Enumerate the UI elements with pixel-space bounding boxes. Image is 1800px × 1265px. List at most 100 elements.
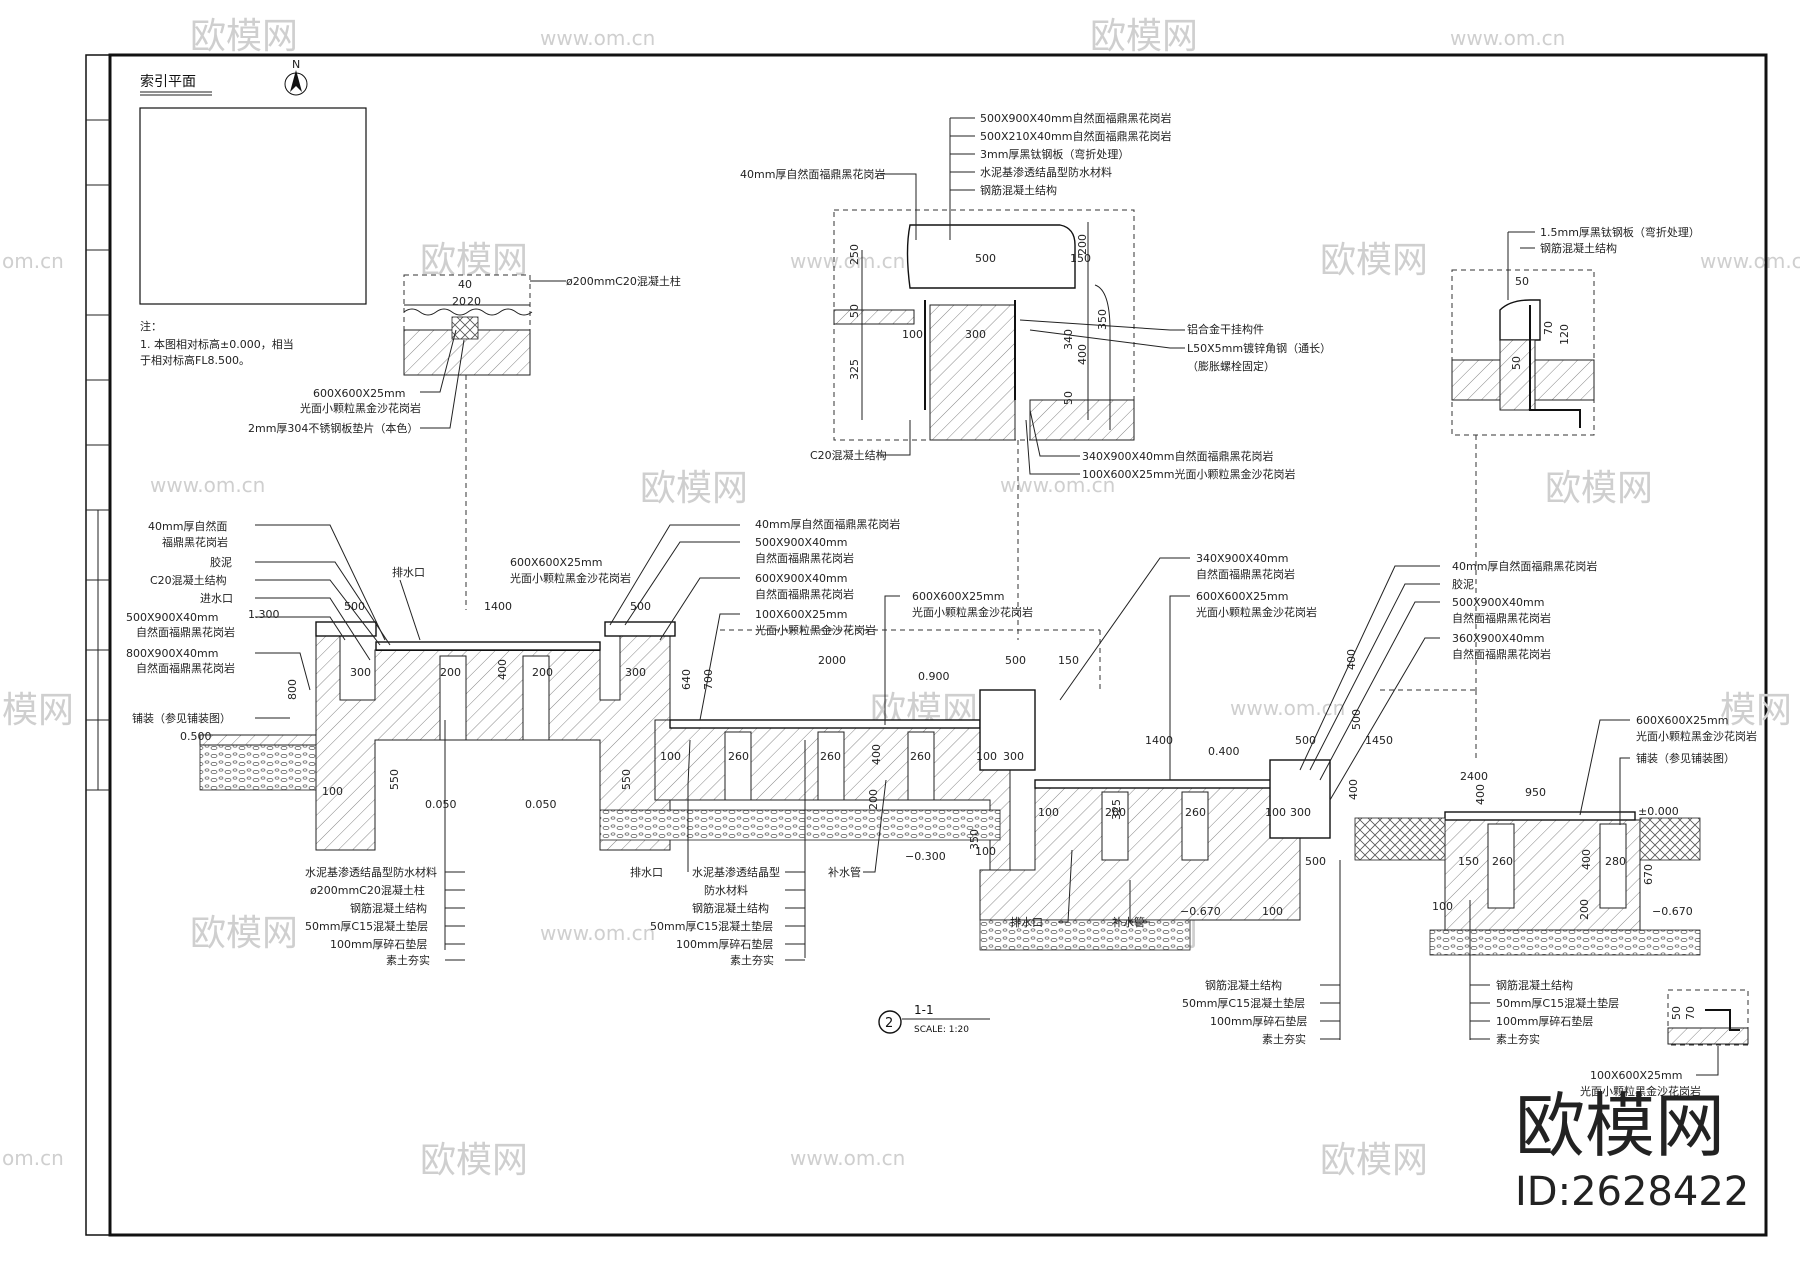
rr-tile-b: 光面小颗粒黑金沙花岗岩 [1636,729,1757,743]
d1-label-3: 3mm厚黑钛钢板（弯折处理） [980,147,1129,161]
title-block-strip [86,119,110,791]
br-drain: 排水口 [1010,915,1043,929]
label-steel-2mm: 2mm厚304不锈钢板垫片（本色） [248,421,418,435]
watermark-brand: 欧模网 [1545,468,1653,509]
m-label-4a: 100X600X25mm [755,608,848,621]
dim-700: 700 [702,669,715,690]
r-label-1a: 340X900X40mm [1196,552,1289,565]
watermark-brand: 欧模网 [640,468,748,509]
dim-100-e: 100 [1265,806,1286,819]
dim-260-a: 260 [728,750,749,763]
dim-500-a: 500 [344,600,365,613]
dim-100-c: 100 [976,750,997,763]
watermark-brand-small: 模网 [1720,690,1792,731]
dim-1450: 1450 [1365,734,1393,747]
l-label-3: C20混凝土结构 [150,573,227,587]
d1-dim-400: 400 [1076,344,1089,365]
l-label-1b: 福鼎黑花岗岩 [162,535,228,549]
l-label-5a: 500X900X40mm [126,611,219,624]
rr-label-2: 胶泥 [1452,577,1474,591]
d1-label-5: 钢筋混凝土结构 [980,183,1057,197]
detail-2: 1.5mm厚黑钛钢板（弯折处理） 钢筋混凝土结构 50 70 120 50 [1451,225,1700,690]
rr-label-3b: 自然面福鼎黑花岗岩 [1452,611,1551,625]
section-number: 2 [885,1016,893,1031]
elev-0050-a: 0.050 [425,798,457,811]
dim-500-c: 500 [1005,654,1026,667]
l-label-4: 进水口 [200,592,233,605]
middle-labels: 40mm厚自然面福鼎黑花岗岩 500X900X40mm 自然面福鼎黑花岗岩 60… [609,517,1317,780]
watermark-brand: 欧模网 [190,16,298,57]
note-2: 1. 本图相对标高±0.000，相当 [140,337,294,351]
d1-label-12: 100X600X25mm光面小颗粒黑金沙花岗岩 [1082,467,1296,481]
dim-200-a: 200 [440,666,461,679]
d1-label-9: （膨胀螺栓固定） [1187,359,1275,373]
note-3: 于相对标高FL8.500。 [140,353,250,367]
note-1: 注： [140,319,162,333]
brr-label-4: 素土夯实 [1496,1032,1540,1046]
left-labels: 40mm厚自然面 福鼎黑花岗岩 胶泥 C20混凝土结构 进水口 500X900X… [126,519,631,725]
d1-dim-150: 150 [1070,252,1091,265]
dim-400-a: 400 [496,659,509,680]
brand-id-text: ID:2628422 [1515,1169,1749,1215]
dim-150-b: 150 [1458,855,1479,868]
watermark-site: www.om.cn [1450,26,1565,50]
elev-m0300: −0.300 [905,850,946,863]
elev-0500: 0.500 [180,730,212,743]
d1-label-6: 40mm厚自然面福鼎黑花岗岩 [740,167,885,181]
rr-label-1: 40mm厚自然面福鼎黑花岗岩 [1452,559,1597,573]
d1-dim-300: 300 [965,328,986,341]
dim-800: 800 [286,679,299,700]
d1-dim-200: 200 [1076,234,1089,255]
watermark-site: www.om.cn [150,473,265,497]
dim-500-f: 500 [1350,709,1363,730]
l-label-1a: 40mm厚自然面 [148,519,227,533]
rr-label-4a: 360X900X40mm [1452,632,1545,645]
r-label-2b: 光面小颗粒黑金沙花岗岩 [1196,605,1317,619]
bm-label-2: 防水材料 [704,883,748,897]
d2-dim-50: 50 [1515,275,1529,288]
l-label-tile-a: 600X600X25mm [510,556,603,569]
sd-dim-70: 70 [1684,1006,1697,1020]
bm-label-5: 100mm厚碎石垫层 [676,937,773,951]
l-label-5b: 自然面福鼎黑花岗岩 [136,625,235,639]
b-label-5: 100mm厚碎石垫层 [330,937,427,951]
bm-label-3: 钢筋混凝土结构 [692,901,769,915]
dim-20b: 20 [467,295,481,308]
dim-100-a: 100 [322,785,343,798]
dim-100-g: 100 [1262,905,1283,918]
dim-20: 20 [452,295,466,308]
l-label-tile-b: 光面小颗粒黑金沙花岗岩 [510,571,631,585]
br-label-4: 素土夯实 [1262,1032,1306,1046]
watermark-site: www.om.cn [790,1146,905,1170]
bottom-labels-right: 钢筋混凝土结构 50mm厚C15混凝土垫层 100mm厚碎石垫层 素土夯实 钢筋… [1010,849,1749,1098]
b-label-4: 50mm厚C15混凝土垫层 [305,919,428,933]
index-plan: 索引平面 N 注： 1. 本图相对标高±0.000，相当 于相对标高FL8.50… [139,58,367,367]
dim-100-b: 100 [660,750,681,763]
dim-260-b: 260 [820,750,841,763]
watermark-brand: 欧模网 [420,240,528,281]
detail-pillar: 40 20 20 ø200mmC20混凝土柱 600X600X25mm 光面小颗… [248,274,681,610]
bm-label-6: 素土夯实 [730,953,774,967]
m-label-tile-a: 600X600X25mm [912,590,1005,603]
br-label-2: 50mm厚C15混凝土垫层 [1182,996,1305,1010]
watermark-site-short: om.cn [2,1146,64,1170]
d1-label-8: L50X5mm镀锌角钢（通长） [1187,341,1331,355]
b-label-1: 水泥基渗透结晶型防水材料 [305,865,437,879]
dim-150: 150 [1058,654,1079,667]
dim-260-e: 260 [1185,806,1206,819]
d1-dim-50: 50 [848,304,861,318]
sd-label-a: 100X600X25mm [1590,1069,1683,1082]
m-label-3b: 自然面福鼎黑花岗岩 [755,587,854,601]
d1-label-2: 500X210X40mm自然面福鼎黑花岗岩 [980,129,1172,143]
br-label-3: 100mm厚碎石垫层 [1210,1014,1307,1028]
dim-100-d: 100 [1038,806,1059,819]
l-label-2: 胶泥 [210,555,232,569]
dim-100-f: 100 [1432,900,1453,913]
br-label-1: 钢筋混凝土结构 [1205,978,1282,992]
watermark-site: www.om.cn [790,249,905,273]
bm-fill: 补水管 [828,865,861,879]
sheet-inner-frame [108,53,1768,1237]
dim-40: 40 [458,278,472,291]
dim-500-e: 500 [1305,855,1326,868]
watermark-brand: 欧模网 [1320,240,1428,281]
